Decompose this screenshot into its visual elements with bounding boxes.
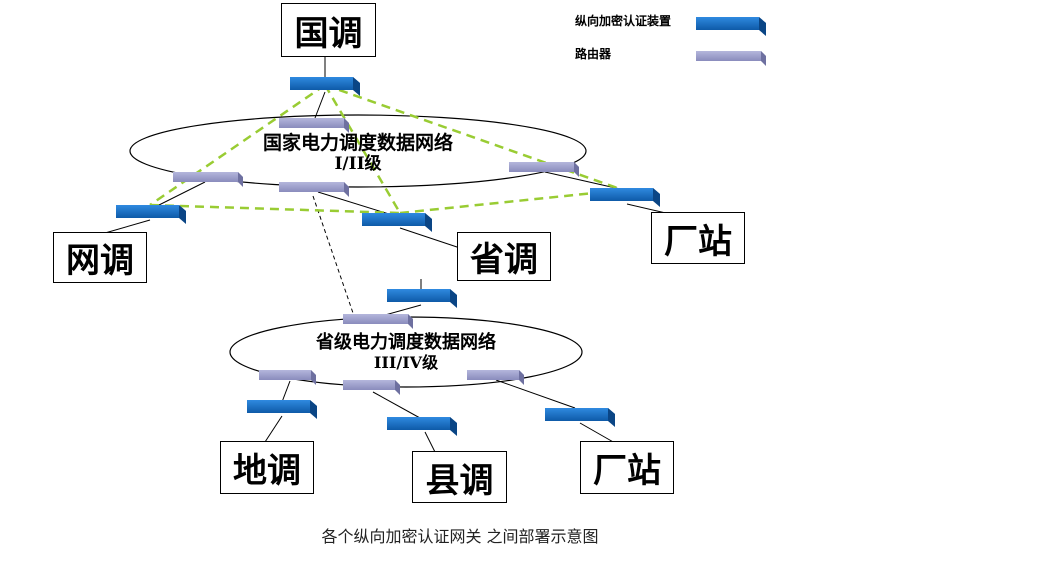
provincial-network-name: 省级电力调度数据网络 bbox=[316, 332, 496, 353]
device-router-provincial-center bbox=[343, 380, 400, 395]
provincial-network-level: III/IV级 bbox=[373, 352, 439, 372]
node-didiao: 地调 bbox=[220, 441, 314, 494]
device-encryption-guodiao bbox=[290, 77, 360, 96]
legend-router-icon bbox=[696, 51, 766, 66]
device-router-national-top bbox=[279, 118, 349, 133]
provincial-network-label: 省级电力调度数据网络 III/IV级 bbox=[316, 332, 496, 372]
national-network-label: 国家电力调度数据网络 I/II级 bbox=[262, 132, 454, 174]
diagram-caption: 各个纵向加密认证网关 之间部署示意图 bbox=[321, 527, 599, 546]
legend-encryption-device-icon bbox=[696, 17, 766, 36]
legend-encryption-device-label: 纵向加密认证装置 bbox=[575, 14, 672, 28]
node-xiandiao: 县调 bbox=[412, 451, 507, 503]
encrypted-tunnels bbox=[149, 83, 624, 215]
device-encryption-shengdiao-bottom bbox=[387, 289, 457, 308]
device-router-provincial-right bbox=[467, 370, 524, 385]
device-router-provincial-left bbox=[259, 370, 316, 385]
device-router-national-right bbox=[509, 162, 579, 177]
connection-lines bbox=[104, 57, 671, 453]
node-changzhan-top: 厂站 bbox=[651, 212, 745, 264]
node-changzhan-bottom: 厂站 bbox=[580, 441, 674, 494]
device-router-national-left bbox=[173, 172, 243, 187]
device-encryption-changzhan-bottom bbox=[545, 408, 615, 427]
device-encryption-xiandiao bbox=[387, 417, 457, 436]
node-wangdiao: 网调 bbox=[53, 232, 147, 283]
national-network-ellipse bbox=[129, 114, 587, 188]
legend-router-label: 路由器 bbox=[575, 47, 612, 61]
national-network-level: I/II级 bbox=[334, 153, 382, 174]
device-encryption-changzhan-top bbox=[590, 188, 660, 207]
device-encryption-didiao bbox=[247, 400, 317, 419]
device-encryption-wangdiao bbox=[116, 205, 186, 224]
device-router-provincial-top bbox=[343, 314, 413, 329]
inter-network-dashed-link bbox=[312, 195, 354, 314]
national-network-name: 国家电力调度数据网络 bbox=[262, 132, 454, 154]
device-router-national-center bbox=[279, 182, 349, 197]
device-encryption-shengdiao-top bbox=[362, 213, 432, 232]
node-guodiao: 国调 bbox=[281, 3, 376, 57]
node-shengdiao: 省调 bbox=[457, 232, 551, 281]
